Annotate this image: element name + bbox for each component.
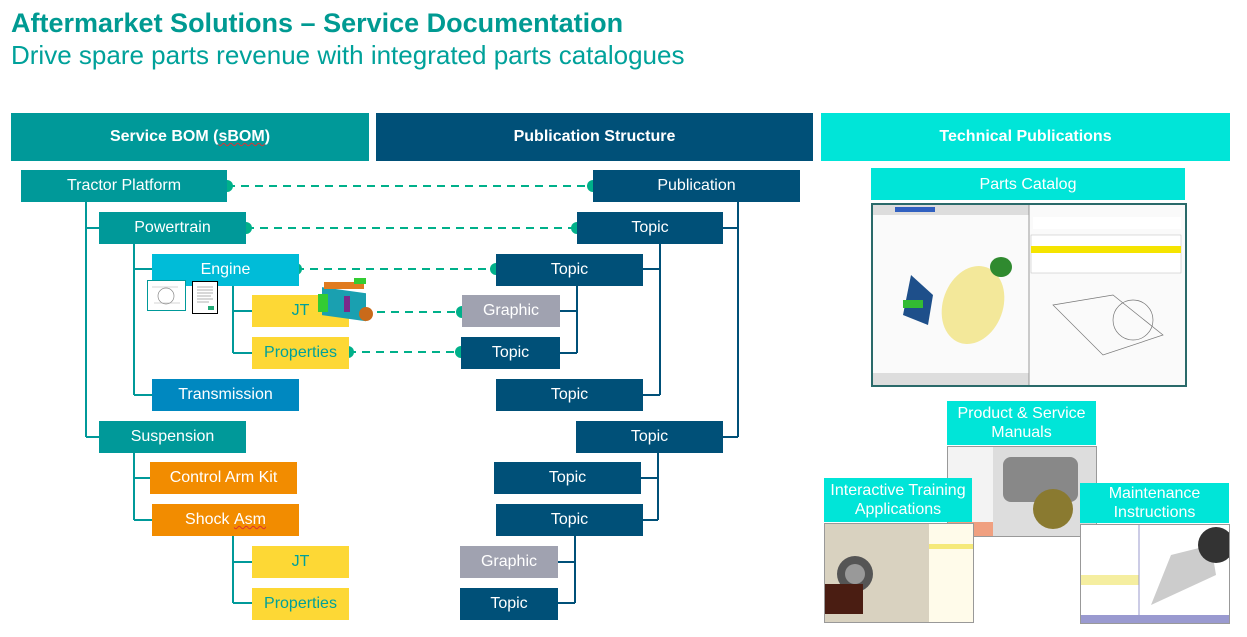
node-engine-properties[interactable]: Properties — [252, 337, 349, 369]
slide-title: Aftermarket Solutions – Service Document… — [11, 8, 624, 38]
node-topic[interactable]: Topic — [577, 212, 723, 244]
node-graphic[interactable]: Graphic — [460, 546, 558, 578]
node-topic[interactable]: Topic — [461, 337, 560, 369]
node-shock-properties[interactable]: Properties — [252, 588, 349, 620]
slide-subtitle: Drive spare parts revenue with integrate… — [11, 40, 685, 70]
node-transmission[interactable]: Transmission — [152, 379, 299, 411]
header-technical-publications: Technical Publications — [821, 113, 1230, 161]
node-topic[interactable]: Topic — [496, 379, 643, 411]
node-engine[interactable]: Engine — [152, 254, 299, 286]
label-product-service-manuals: Product & Service Manuals — [947, 401, 1096, 445]
maintenance-screenshot — [1080, 524, 1230, 624]
drawing-thumbnail — [147, 280, 186, 311]
training-screenshot — [824, 523, 974, 623]
label-interactive-training: Interactive Training Applications — [824, 478, 972, 522]
tree-line-engine — [232, 286, 252, 354]
node-control-arm-kit[interactable]: Control Arm Kit — [150, 462, 297, 494]
tree-line-suspension — [133, 453, 152, 521]
node-tractor-platform[interactable]: Tractor Platform — [21, 170, 227, 202]
node-topic[interactable]: Topic — [576, 421, 723, 453]
tree-line-topic2 — [560, 286, 578, 354]
node-topic[interactable]: Topic — [494, 462, 641, 494]
tree-line-topic1 — [643, 244, 661, 396]
header-publication-structure: Publication Structure — [376, 113, 813, 161]
node-powertrain[interactable]: Powertrain — [99, 212, 246, 244]
tree-line-topic5 — [641, 453, 659, 521]
node-shock-jt[interactable]: JT — [252, 546, 349, 578]
header-service-bom: Service BOM (sBOM) — [11, 113, 369, 161]
header-label: Service BOM (sBOM) — [109, 128, 271, 145]
label-parts-catalog: Parts Catalog — [871, 168, 1185, 200]
node-suspension[interactable]: Suspension — [99, 421, 246, 453]
tree-line-publication — [723, 202, 739, 438]
tree-line-shock — [232, 536, 252, 604]
document-thumbnail — [192, 281, 218, 314]
tree-line-topic7 — [558, 536, 576, 604]
tree-line-powertrain — [133, 244, 152, 396]
node-topic[interactable]: Topic — [460, 588, 558, 620]
parts-catalog-screenshot — [871, 203, 1187, 387]
node-topic[interactable]: Topic — [496, 254, 643, 286]
node-shock-asm[interactable]: Shock Asm — [152, 504, 299, 536]
engine-3d-model-image — [318, 278, 373, 322]
node-publication[interactable]: Publication — [593, 170, 800, 202]
node-topic[interactable]: Topic — [496, 504, 643, 536]
label-maintenance-instructions: Maintenance Instructions — [1080, 483, 1229, 523]
node-graphic[interactable]: Graphic — [462, 295, 560, 327]
tree-line-platform — [85, 202, 99, 438]
